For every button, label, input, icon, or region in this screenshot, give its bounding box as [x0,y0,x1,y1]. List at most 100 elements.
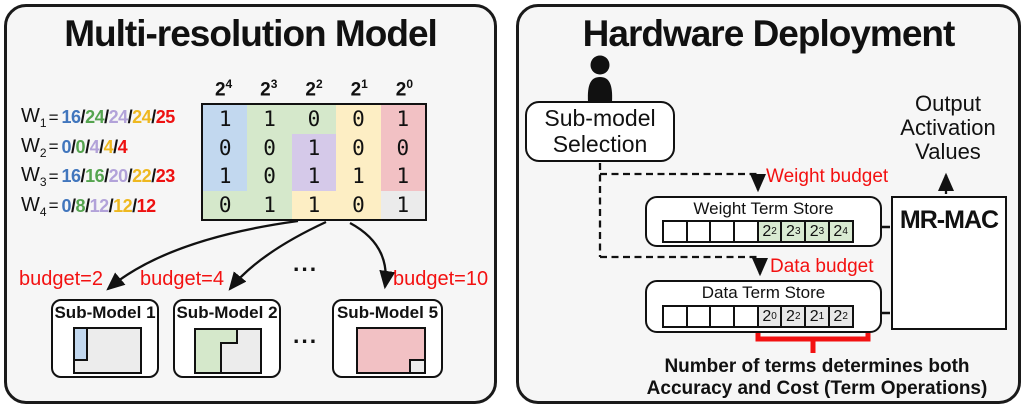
submodel-5-title: Sub-Model 5 [336,303,439,322]
slash-separator: / [71,136,76,157]
output-activation-values-label: Output Activation Values [898,92,998,164]
slash-separator: / [85,195,90,216]
slash-separator: / [113,136,118,157]
slash-separator: / [108,195,114,216]
weight-value: 12 [113,195,133,216]
weight-value: 25 [155,107,176,128]
store-cell [709,220,736,243]
slash-separator: / [132,195,137,216]
slash-separator: / [71,195,76,216]
weight-row: W2=0/0/4/4/4 [21,133,203,163]
slash-separator: / [151,166,156,187]
weight-value: 12 [136,195,157,216]
weight-name: W1 [21,105,47,131]
matrix-cell: 1 [380,105,425,134]
weight-row: W4=0/8/12/12/12 [21,192,203,222]
weight-budget-label: Weight budget [766,166,889,187]
matrix-col-header: 23 [260,77,278,101]
submodel-selection-line1: Sub-model [544,105,656,131]
weight-value: 4 [103,136,114,157]
submodel-2-box: Sub-Model 2 [173,299,281,378]
arrow-to-submodel-2 [228,220,327,291]
weight-row: W3=16/16/20/22/23 [21,162,203,192]
matrix-cell: 1 [291,133,337,162]
weight-value: 16 [61,107,82,128]
submodel-1-title: Sub-Model 1 [54,303,156,322]
weight-value: 8 [75,195,86,216]
store-cell [709,305,736,328]
submodel-2-active-region [194,328,238,374]
weight-value: 0 [75,136,86,157]
left-panel-title: Multi-resolution Model [64,13,438,54]
weight-value: 0 [61,195,72,216]
weight-name: W2 [21,134,47,160]
submodel-selection-box: Sub-model Selection [525,101,675,162]
matrix-cell: 0 [247,133,292,162]
submodel-1-active-region [73,327,88,361]
matrix-cell: 0 [291,105,337,134]
matrix-cell: 0 [203,190,248,219]
matrix-cell: 1 [203,162,248,191]
store-cell [685,305,712,328]
right-panel-title: Hardware Deployment [582,13,956,54]
slash-separator: / [127,107,133,128]
terms-bracket [755,328,871,353]
weight-value: 22 [132,166,152,187]
submodel-selection-line2: Selection [552,131,648,157]
slash-separator: / [151,107,156,128]
output-line: Values [915,139,981,164]
store-cell [662,305,688,328]
weight-value: 16 [85,166,105,187]
budget-label: budget=2 [19,268,103,290]
budget-label: budget=10 [393,268,489,290]
matrix-cell: 1 [336,162,381,191]
matrix-col-header: 24 [214,77,233,101]
slash-separator: / [80,166,86,187]
matrix-col-header: 20 [395,77,414,101]
slash-separator: / [104,166,109,187]
matrix-cell: 0 [247,162,292,191]
weight-value: 24 [108,107,129,128]
equals-sign: = [48,137,59,157]
weight-value: 12 [89,195,110,216]
weight-value: 0 [61,136,72,157]
weight-values: 0/8/12/12/12 [61,195,157,217]
slash-separator: / [85,136,90,157]
matrix-cell: 1 [291,190,337,219]
weight-name: W3 [21,164,47,190]
submodel-arrows [106,219,396,291]
matrix-cell: 1 [247,190,292,219]
weight-values: 16/24/24/24/25 [61,107,176,128]
ellipsis-arrows: ... [293,250,319,276]
matrix-col-header: 21 [350,77,368,101]
weight-name: W4 [21,193,47,219]
budget-label: budget=4 [140,268,224,290]
slash-separator: / [80,107,86,128]
weight-values: 16/16/20/22/23 [62,166,176,187]
data-budget-label: Data budget [770,256,874,277]
submodel-2-title: Sub-Model 2 [176,303,278,322]
caption-line2: Accuracy and Cost (Term Operations) [646,377,988,399]
submodel-5-box: Sub-Model 5 [332,299,443,378]
matrix-cell: 0 [380,133,425,162]
equals-sign: = [48,107,59,127]
equals-sign: = [48,196,59,216]
weight-value: 20 [108,166,129,187]
matrix-cell: 1 [380,162,425,191]
data-term-store-label: Data Term Store [701,283,826,302]
matrix-cell: 1 [291,162,337,191]
matrix-cell: 0 [336,105,381,134]
